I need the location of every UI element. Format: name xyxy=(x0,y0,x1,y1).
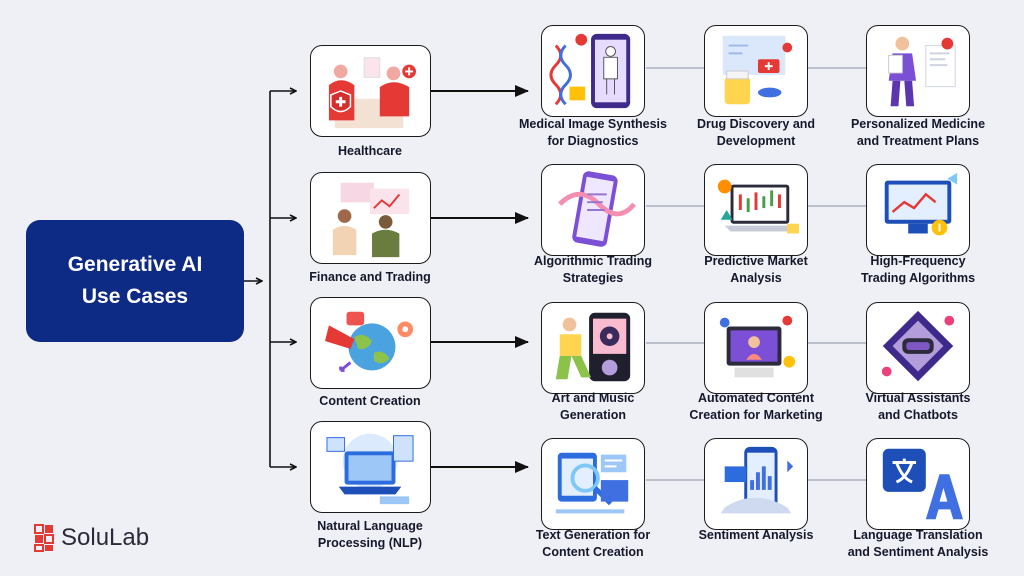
root-node: Generative AI Use Cases xyxy=(26,220,244,342)
text-generation-illustration xyxy=(555,452,629,514)
usecase-label-virtual-assistants-line2: and Chatbots xyxy=(878,408,958,422)
usecase-label-text-generation-line2: Content Creation xyxy=(542,545,644,559)
usecase-label-text-generation: Text Generation for Content Creation xyxy=(505,527,681,561)
usecase-label-high-frequency-line2: Trading Algorithms xyxy=(860,271,976,285)
category-label-nlp-line2: Processing (NLP) xyxy=(317,536,423,550)
music-illustration xyxy=(555,312,631,382)
usecase-label-medical-image-line1: Medical Image Synthesis xyxy=(519,117,667,131)
usecase-label-language-translation-line1: Language Translation xyxy=(853,528,983,542)
nlp-laptop-illustration xyxy=(326,433,414,505)
sentiment-illustration xyxy=(720,446,794,514)
usecase-label-medical-image-line2: for Diagnostics xyxy=(547,134,639,148)
category-label-nlp: Natural Language Processing (NLP) xyxy=(290,518,450,552)
usecase-label-personalized-medicine-line1: Personalized Medicine xyxy=(850,117,986,131)
usecase-label-drug-discovery-line2: Development xyxy=(716,134,796,148)
content-creation-card xyxy=(310,297,431,389)
usecase-label-art-music-line2: Generation xyxy=(560,408,626,422)
usecase-label-predictive-market: Predictive Market Analysis xyxy=(672,253,840,287)
usecase-card-medical-image xyxy=(541,25,645,117)
doctor-illustration xyxy=(888,36,956,107)
finance-card xyxy=(310,172,431,264)
usecase-label-personalized-medicine: Personalized Medicine and Treatment Plan… xyxy=(832,116,1004,150)
logo-text: SoluLab xyxy=(61,524,150,551)
usecase-label-predictive-market-line1: Predictive Market xyxy=(704,254,808,268)
usecase-label-algo-trading: Algorithmic Trading Strategies xyxy=(505,253,681,287)
solulab-logo-icon xyxy=(34,524,54,552)
usecase-label-virtual-assistants-line1: Virtual Assistants xyxy=(865,391,971,405)
usecase-card-art-music xyxy=(541,302,645,394)
medical-imaging-illustration xyxy=(549,33,631,109)
marketing-illustration xyxy=(719,315,796,378)
monitor-chart-illustration xyxy=(884,172,958,236)
usecase-label-language-translation-line2: and Sentiment Analysis xyxy=(847,545,989,559)
usecase-label-sentiment-analysis: Sentiment Analysis xyxy=(698,528,814,542)
category-label-finance: Finance and Trading xyxy=(309,270,431,284)
translation-illustration xyxy=(882,448,963,520)
usecase-card-automated-content xyxy=(704,302,808,394)
usecase-card-virtual-assistants xyxy=(866,302,970,394)
healthcare-card xyxy=(310,45,431,137)
healthcare-illustration xyxy=(328,57,416,129)
content-globe-illustration xyxy=(325,311,414,372)
usecase-label-virtual-assistants: Virtual Assistants and Chatbots xyxy=(832,390,1004,424)
usecase-card-predictive-market xyxy=(704,164,808,256)
trading-phone-illustration xyxy=(558,171,636,247)
usecase-label-personalized-medicine-line2: and Treatment Plans xyxy=(856,134,980,148)
usecase-card-sentiment-analysis xyxy=(704,438,808,530)
drug-discovery-illustration xyxy=(722,35,793,105)
usecase-label-algo-trading-line2: Strategies xyxy=(562,271,624,285)
finance-illustration xyxy=(332,182,410,258)
root-title-line2: Use Cases xyxy=(81,285,189,308)
solulab-logo[interactable]: SoluLab xyxy=(34,524,149,552)
usecase-card-high-frequency xyxy=(866,164,970,256)
usecase-label-text-generation-line1: Text Generation for xyxy=(535,528,651,542)
vr-assistant-illustration xyxy=(881,310,955,382)
usecase-label-language-translation: Language Translation and Sentiment Analy… xyxy=(832,527,1004,561)
usecase-label-medical-image: Medical Image Synthesis for Diagnostics xyxy=(505,116,681,150)
category-label-nlp-line1: Natural Language xyxy=(317,519,423,533)
usecase-label-high-frequency-line1: High-Frequency xyxy=(870,254,966,268)
usecase-card-text-generation xyxy=(541,438,645,530)
usecase-card-drug-discovery xyxy=(704,25,808,117)
usecase-label-drug-discovery: Drug Discovery and Development xyxy=(672,116,840,150)
usecase-label-automated-content: Automated Content Creation for Marketing xyxy=(672,390,840,424)
usecase-label-high-frequency: High-Frequency Trading Algorithms xyxy=(832,253,1004,287)
usecase-card-personalized-medicine xyxy=(866,25,970,117)
nlp-card xyxy=(310,421,431,513)
usecase-label-art-music: Art and Music Generation xyxy=(505,390,681,424)
usecase-label-drug-discovery-line1: Drug Discovery and xyxy=(696,117,816,131)
usecase-card-language-translation xyxy=(866,438,970,530)
market-chart-illustration xyxy=(717,179,800,234)
root-title-line1: Generative AI xyxy=(67,253,203,276)
category-label-content: Content Creation xyxy=(319,394,421,408)
usecase-label-algo-trading-line1: Algorithmic Trading xyxy=(533,254,653,268)
usecase-label-predictive-market-line2: Analysis xyxy=(730,271,782,285)
usecase-label-automated-content-line1: Automated Content xyxy=(698,391,814,405)
category-label-healthcare: Healthcare xyxy=(338,144,402,158)
usecase-label-art-music-line1: Art and Music xyxy=(551,391,635,405)
usecase-label-automated-content-line2: Creation for Marketing xyxy=(689,408,823,422)
usecase-card-algo-trading xyxy=(541,164,645,256)
